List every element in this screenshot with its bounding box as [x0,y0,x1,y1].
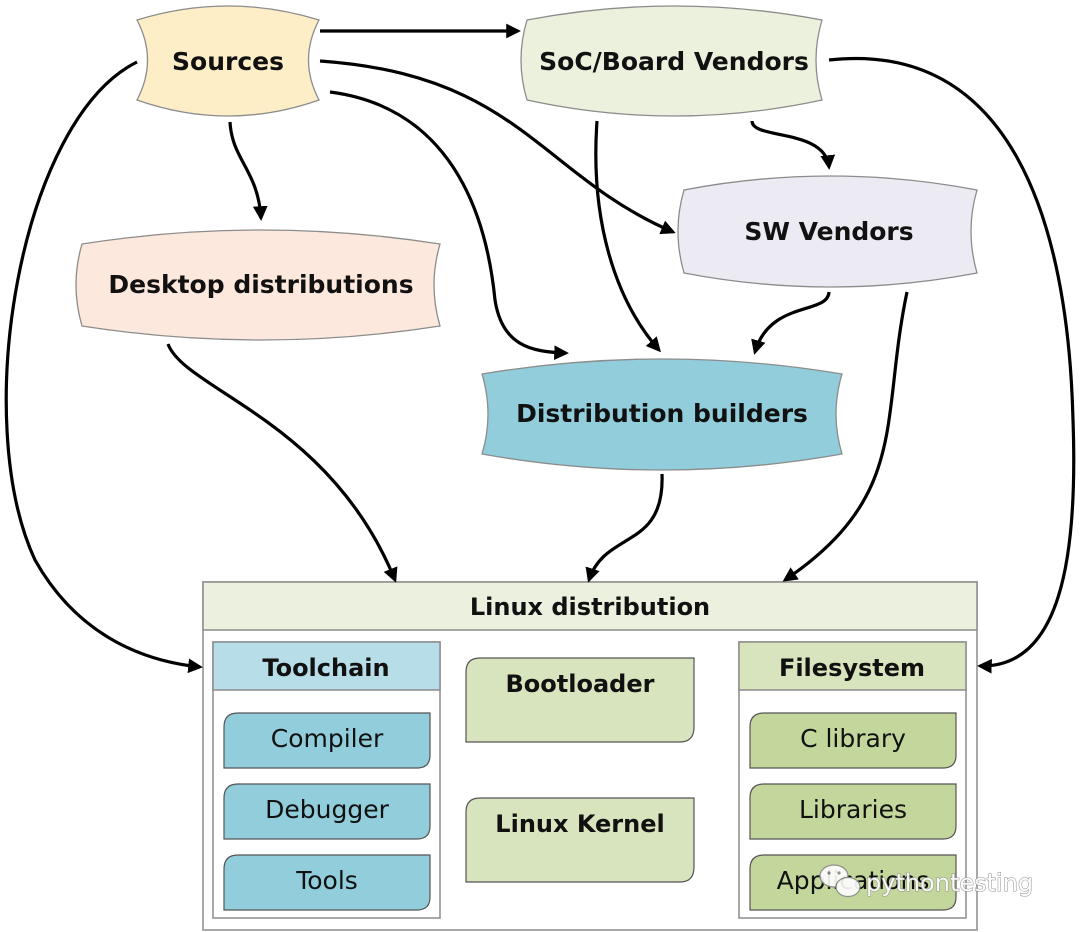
filesystem-title: Filesystem [779,654,925,682]
debugger-box [223,783,431,840]
linux-kernel-label: Linux Kernel [495,810,664,838]
arrow-soc-to-filesystem [828,56,1076,674]
distribution-builders-shape [481,358,843,471]
arrow-sources-to-toolchain [4,60,203,674]
desktop-distributions-label: Desktop distributions [108,270,413,299]
arrow-desktop-to-linux-distribution [166,343,398,583]
filesystem-panel: Filesystem C library Libraries Applicati… [738,641,967,919]
compiler-box [223,712,431,769]
bootloader-label: Bootloader [506,670,655,698]
toolchain-header [212,641,441,691]
sources-label: Sources [172,47,284,76]
arrow-sources-to-builders [329,90,569,361]
desktop-distributions-shape [75,229,441,341]
c-library-label: C library [800,724,906,753]
sw-vendors-shape [677,175,978,288]
arrow-sources-to-sw-vendors [319,59,676,235]
linux-kernel-box [465,797,695,883]
arrow-sw-to-linux-distribution [782,291,909,582]
arrow-builders-to-linux-distribution [585,473,664,583]
c-library-box [749,712,957,769]
soc-vendors-shape [520,5,823,117]
libraries-box [749,783,957,840]
bootloader-box [465,657,695,743]
toolchain-panel: Toolchain Compiler Debugger Tools [212,641,441,919]
libraries-label: Libraries [799,795,907,824]
wechat-icon [819,864,861,898]
linux-distribution-header [202,581,978,631]
sources-shape [136,5,320,117]
arrow-soc-to-builders [594,120,661,353]
debugger-label: Debugger [265,795,389,824]
toolchain-title: Toolchain [262,654,389,682]
arrow-soc-to-sw-vendors [750,120,836,170]
tools-label: Tools [295,866,358,895]
arrow-sw-to-builders [751,291,831,355]
watermark: pythontesting [819,864,1034,898]
soc-vendors-label: SoC/Board Vendors [539,47,809,76]
filesystem-header [738,641,967,691]
sw-vendors-label: SW Vendors [744,217,913,246]
tools-box [223,854,431,911]
arrow-sources-to-desktop [228,121,268,221]
watermark-text: pythontesting [866,869,1033,897]
linux-distribution-title: Linux distribution [470,593,710,621]
distribution-builders-label: Distribution builders [516,399,808,428]
compiler-label: Compiler [271,724,384,753]
